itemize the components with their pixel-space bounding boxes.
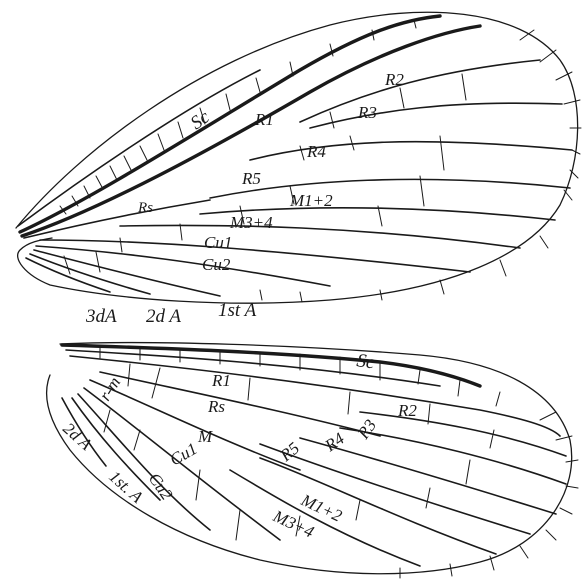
- forewing-r2-vein: [300, 60, 540, 122]
- forewing-outline: [16, 12, 578, 303]
- hindwing-r3-vein: [340, 428, 566, 484]
- forewing-label-cu2: Cu2: [202, 255, 231, 274]
- forewing-cu1-vein: [40, 240, 470, 272]
- forewing-rs-vein: [24, 200, 210, 238]
- forewing-r1-vein: [22, 26, 480, 236]
- hindwing-sc-vein: [66, 350, 440, 386]
- forewing-r4-vein: [250, 142, 572, 160]
- forewing-label-m34: M3+4: [229, 213, 273, 232]
- forewing-label-r4: R4: [306, 142, 326, 161]
- hindwing-label-cu1: Cu1: [167, 439, 201, 470]
- forewing-label-r5: R5: [241, 169, 261, 188]
- forewing-label-3a: 3dA: [85, 306, 117, 327]
- hindwing-label-r2: R2: [397, 401, 417, 420]
- hindwing-label-m: M: [197, 427, 213, 446]
- forewing-cu2-vein: [36, 246, 330, 286]
- hindwing: Sc r-m R1 Rs R2 R3 R4 R5 M Cu1 Cu2 M1+2 …: [47, 343, 578, 578]
- forewing-label-rs: Rs: [137, 200, 153, 216]
- hindwing-label-sc: Sc: [355, 350, 376, 373]
- hindwing-label-r3: R3: [353, 416, 380, 443]
- forewing-r3-vein: [310, 103, 562, 128]
- hindwing-marginal-veinlets: [400, 412, 578, 578]
- forewing-1a-vein: [34, 250, 220, 296]
- forewing-label-2a: 2d A: [146, 306, 181, 327]
- forewing-label-r3: R3: [357, 103, 377, 122]
- hindwing-m12-vein: [260, 458, 496, 554]
- forewing-marginal-veinlets: [260, 30, 581, 302]
- forewing-label-1a: 1st A: [218, 300, 257, 321]
- hindwing-r2-vein: [360, 412, 566, 456]
- forewing-label-m12: M1+2: [289, 191, 333, 210]
- forewing-3a-vein: [26, 258, 110, 292]
- forewing-2a-vein: [30, 254, 150, 294]
- forewing-label-cu1: Cu1: [204, 233, 232, 252]
- hindwing-label-r4: R4: [321, 429, 349, 456]
- forewing-label-r1: R1: [254, 110, 274, 129]
- forewing-sc-vein: [20, 16, 440, 232]
- hindwing-rs-vein: [100, 372, 380, 436]
- hindwing-label-r1: R1: [211, 371, 231, 390]
- hindwing-label-rs: Rs: [207, 397, 225, 416]
- hindwing-label-cu2: Cu2: [145, 469, 177, 504]
- forewing-label-r2: R2: [384, 70, 404, 89]
- forewing-r5-vein: [210, 179, 570, 198]
- hindwing-cu2-vein: [78, 394, 210, 530]
- forewing-label-sc: Sc: [187, 106, 214, 134]
- forewing: Sc R1 R2 R3 R4 R5 Rs M1+2 M3+4 Cu1 Cu2 3…: [16, 12, 581, 327]
- hindwing-label-2a: 2d A: [59, 419, 95, 454]
